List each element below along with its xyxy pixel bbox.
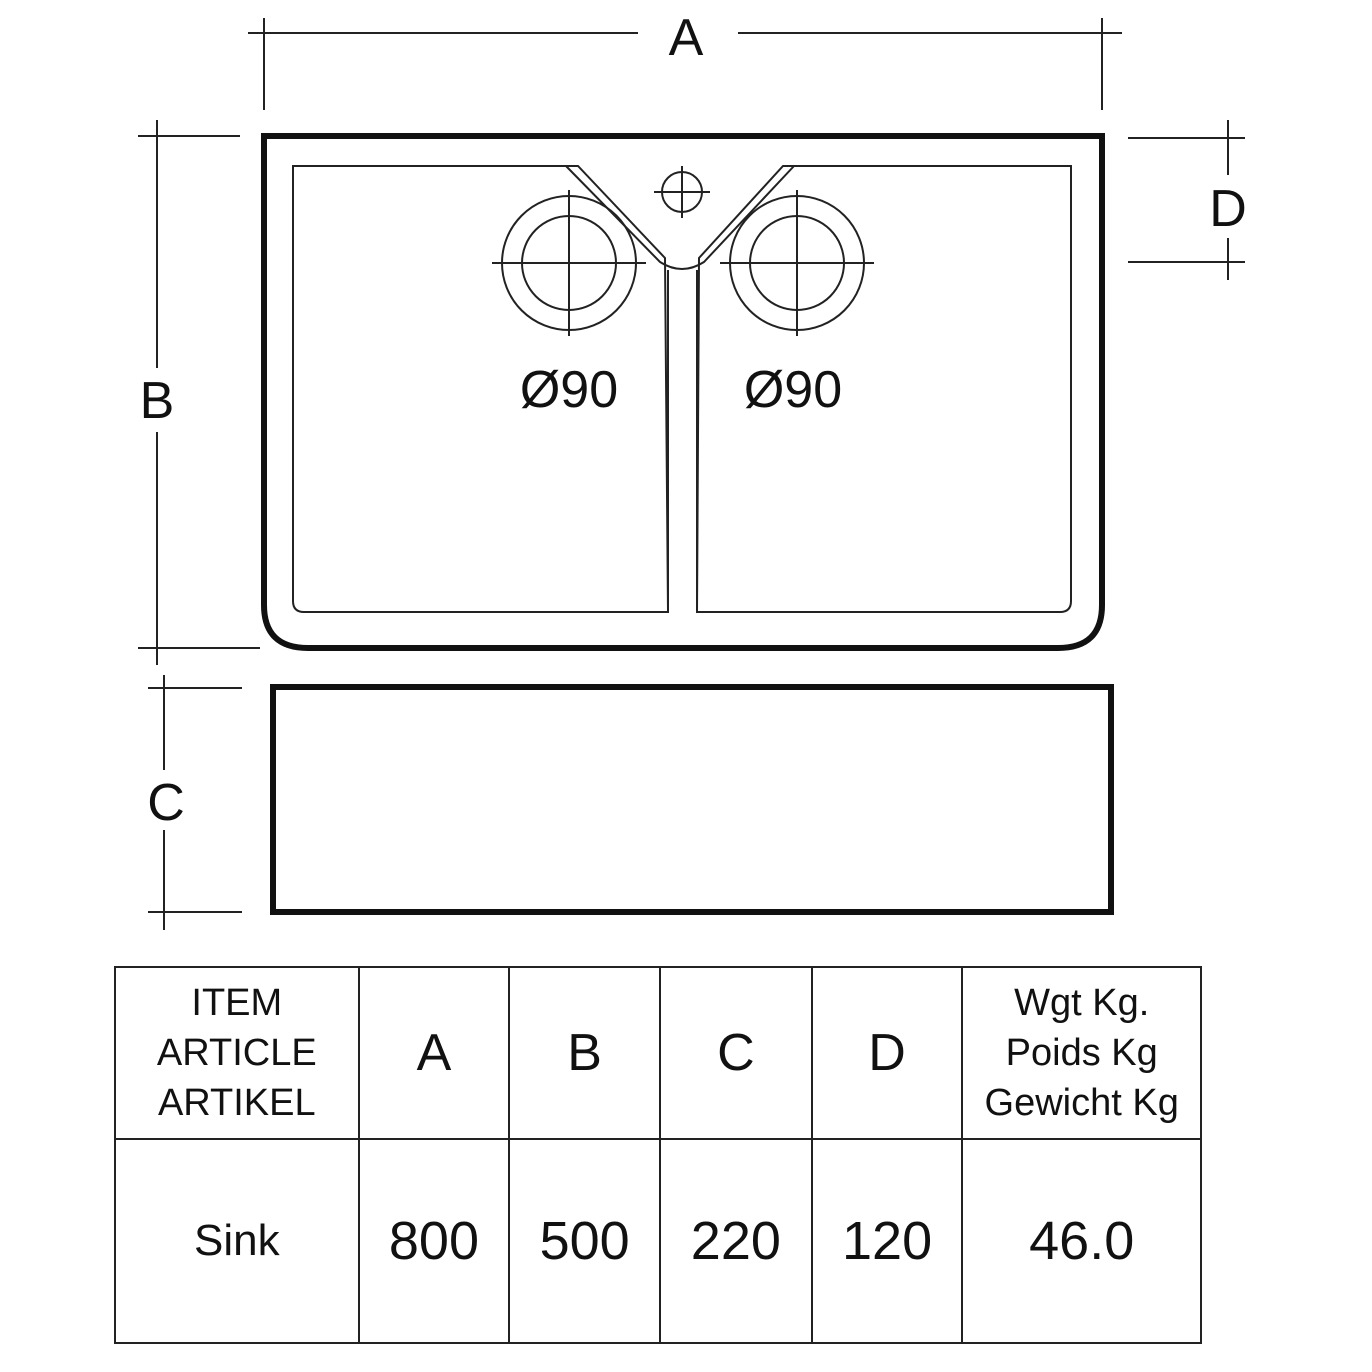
left-waste-hole — [492, 190, 646, 336]
left-bowl-outline — [292, 165, 670, 613]
dimension-c-label: C — [147, 774, 185, 832]
sink-outer-outline — [261, 133, 1105, 651]
cell-c: 220 — [659, 1138, 813, 1344]
header-a: A — [357, 966, 511, 1140]
right-hole-diameter-label: Ø90 — [744, 361, 842, 419]
right-bowl-outline — [695, 165, 1072, 613]
header-weight-line: Gewicht Kg — [984, 1082, 1179, 1124]
dimension-d — [1128, 120, 1245, 280]
header-weight-line: Poids Kg — [1005, 1032, 1158, 1074]
dimension-a-label: A — [669, 9, 704, 67]
header-c: C — [659, 966, 813, 1140]
header-weight-line: Wgt Kg. — [1014, 982, 1150, 1024]
table-header-row: ITEM ARTICLE ARTIKEL A B C D Wgt Kg. Poi… — [114, 966, 1202, 1140]
cell-a: 800 — [357, 1138, 511, 1344]
cell-b: 500 — [508, 1138, 661, 1344]
header-weight: Wgt Kg. Poids Kg Gewicht Kg — [961, 966, 1202, 1140]
dimension-c — [148, 675, 242, 930]
dimension-d-label: D — [1209, 180, 1247, 238]
header-d: D — [810, 966, 964, 1140]
header-item-line: ARTICLE — [156, 1032, 317, 1074]
right-waste-hole — [720, 190, 874, 336]
sink-technical-drawing: A B D C — [138, 9, 1247, 930]
center-divider — [565, 165, 795, 612]
cell-d: 120 — [810, 1138, 964, 1344]
header-item: ITEM ARTICLE ARTIKEL — [114, 966, 360, 1140]
dimension-b-label: B — [140, 372, 175, 430]
header-b: B — [508, 966, 661, 1140]
dimension-a — [248, 18, 1122, 110]
table-row: Sink 800 500 220 120 46.0 — [114, 1138, 1202, 1344]
specification-table: ITEM ARTICLE ARTIKEL A B C D Wgt Kg. Poi… — [114, 966, 1202, 1344]
cell-item: Sink — [114, 1138, 360, 1344]
header-item-line: ARTIKEL — [157, 1082, 316, 1124]
left-hole-diameter-label: Ø90 — [520, 361, 618, 419]
dimension-b — [138, 120, 260, 665]
cell-weight: 46.0 — [961, 1138, 1202, 1344]
sink-front-view — [270, 684, 1114, 915]
header-item-line: ITEM — [191, 982, 283, 1024]
tap-hole — [654, 166, 710, 218]
